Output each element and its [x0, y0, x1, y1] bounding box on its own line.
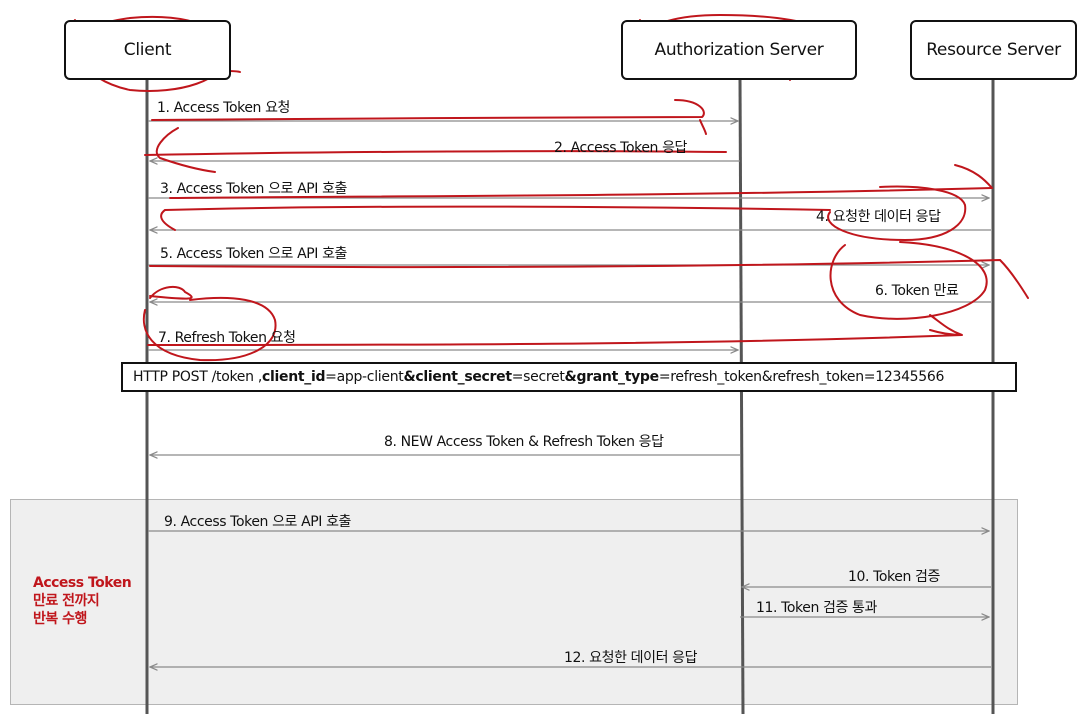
- message-label-7: 7. Refresh Token 요청: [158, 330, 296, 346]
- actor-resource-server: Resource Server: [910, 20, 1077, 80]
- http-request-box: HTTP POST /token , client_id =app-client…: [121, 362, 1017, 392]
- message-label-2: 2. Access Token 응답: [554, 140, 688, 156]
- message-label-10: 10. Token 검증: [848, 569, 940, 585]
- http-param-client-secret-value: =secret: [511, 369, 565, 385]
- actor-authorization-server: Authorization Server: [621, 20, 857, 80]
- message-label-6: 6. Token 만료: [875, 283, 959, 299]
- message-label-1: 1. Access Token 요청: [157, 100, 291, 116]
- http-param-client-id-key: client_id: [262, 369, 326, 385]
- http-param-grant-type-key: &grant_type: [564, 369, 660, 385]
- message-arrows: [148, 121, 991, 667]
- message-label-8: 8. NEW Access Token & Refresh Token 응답: [384, 434, 664, 450]
- http-param-grant-type-value: =refresh_token&refresh_token=12345566: [658, 369, 945, 385]
- loop-note-line-1: Access Token: [33, 575, 132, 591]
- message-label-12: 12. 요청한 데이터 응답: [564, 650, 698, 666]
- loop-region: [10, 499, 1018, 705]
- message-label-3: 3. Access Token 으로 API 호출: [160, 181, 348, 197]
- lifeline-authorization-server: [738, 79, 745, 714]
- message-label-4: 4. 요청한 데이터 응답: [816, 209, 941, 225]
- actor-client: Client: [64, 20, 231, 80]
- http-request-prefix: HTTP POST /token ,: [133, 369, 262, 385]
- message-label-9: 9. Access Token 으로 API 호출: [164, 514, 352, 530]
- http-param-client-id-value: =app-client: [325, 369, 404, 385]
- loop-note: Access Token 만료 전까지 반복 수행: [33, 574, 132, 628]
- http-param-client-secret-key: &client_secret: [403, 369, 512, 385]
- loop-note-line-3: 반복 수행: [33, 611, 87, 627]
- message-label-11: 11. Token 검증 통과: [756, 600, 877, 616]
- loop-note-line-2: 만료 전까지: [33, 593, 100, 609]
- message-label-5: 5. Access Token 으로 API 호출: [160, 246, 348, 262]
